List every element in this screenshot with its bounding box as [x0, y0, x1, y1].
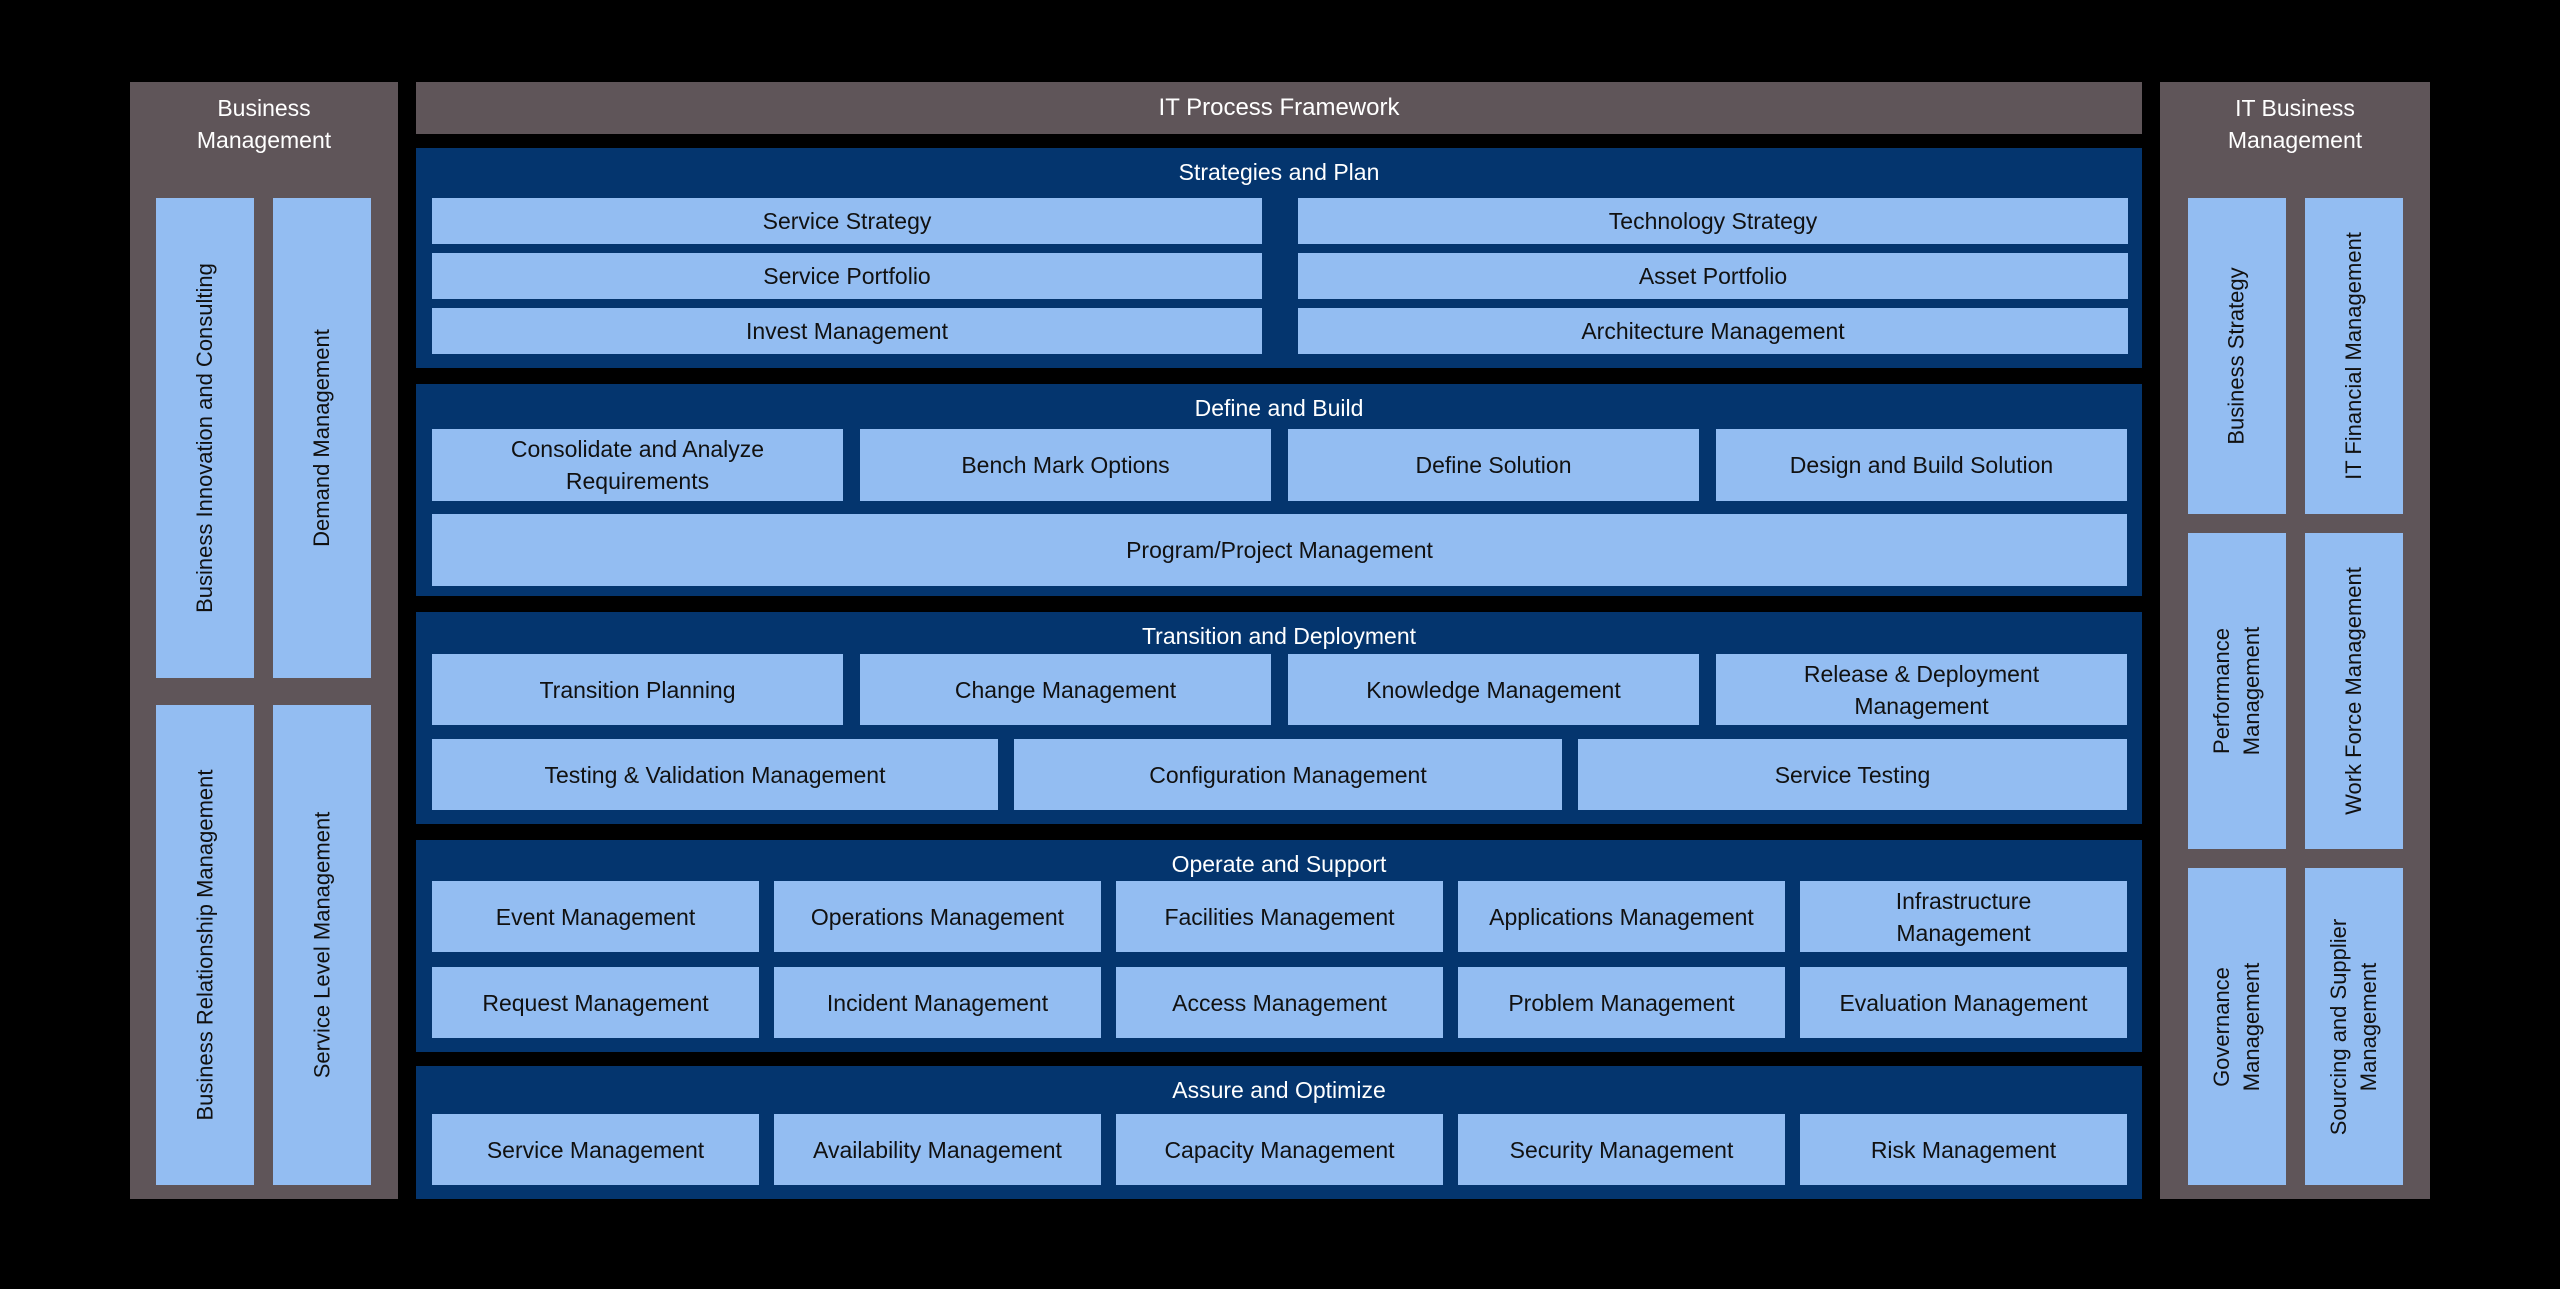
section-transition-and-deployment: Transition and Deployment Transition Pla… — [416, 612, 2142, 824]
problem-management: Problem Management — [1458, 967, 1785, 1038]
asset-portfolio: Asset Portfolio — [1298, 253, 2128, 299]
define-solution: Define Solution — [1288, 429, 1699, 501]
demand-management: Demand Management — [273, 198, 371, 678]
change-management: Change Management — [860, 654, 1271, 725]
transition-planning: Transition Planning — [432, 654, 843, 725]
section-title: Define and Build — [1194, 395, 1364, 421]
invest-management: Invest Management — [432, 308, 1262, 354]
bench-mark-options: Bench Mark Options — [860, 429, 1271, 501]
business-relationship-management: Business Relationship Management — [156, 705, 254, 1185]
knowledge-management: Knowledge Management — [1288, 654, 1699, 725]
service-testing: Service Testing — [1578, 739, 2127, 810]
event-management: Event Management — [432, 881, 759, 952]
access-management: Access Management — [1116, 967, 1443, 1038]
risk-management: Risk Management — [1800, 1114, 2127, 1185]
section-title: Assure and Optimize — [1172, 1077, 1386, 1103]
operations-management: Operations Management — [774, 881, 1101, 952]
release-deployment-management: Release & Deployment Management — [1716, 654, 2127, 725]
it-business-management-panel: IT Business Management Business Strategy… — [2160, 82, 2430, 1199]
section-title: Operate and Support — [1171, 851, 1387, 877]
service-level-management: Service Level Management — [273, 705, 371, 1185]
section-title: Strategies and Plan — [1178, 159, 1380, 185]
it-business-management-title: IT Business Management — [2227, 95, 2363, 153]
evaluation-management: Evaluation Management — [1800, 967, 2127, 1038]
business-strategy: Business Strategy — [2188, 198, 2286, 514]
work-force-management: Work Force Management — [2305, 533, 2403, 849]
business-management-title: Business Management — [196, 95, 332, 153]
section-operate-and-support: Operate and Support Event Management Ope… — [416, 840, 2142, 1052]
incident-management: Incident Management — [774, 967, 1101, 1038]
sourcing-supplier-management: Sourcing and Supplier Management — [2305, 868, 2403, 1185]
performance-management: Performance Management — [2188, 533, 2286, 849]
security-management: Security Management — [1458, 1114, 1785, 1185]
availability-management: Availability Management — [774, 1114, 1101, 1185]
service-portfolio: Service Portfolio — [432, 253, 1262, 299]
section-strategies-and-plan: Strategies and Plan Service Strategy Tec… — [416, 148, 2142, 368]
design-build-solution: Design and Build Solution — [1716, 429, 2127, 501]
consolidate-analyze-requirements: Consolidate and Analyze Requirements — [432, 429, 843, 501]
service-strategy: Service Strategy — [432, 198, 1262, 244]
program-project-management: Program/Project Management — [432, 514, 2127, 586]
applications-management: Applications Management — [1458, 881, 1785, 952]
business-innovation-consulting: Business Innovation and Consulting — [156, 198, 254, 678]
technology-strategy: Technology Strategy — [1298, 198, 2128, 244]
business-management-panel: Business Management Business Innovation … — [130, 82, 398, 1199]
it-process-framework-header: IT Process Framework — [416, 82, 2142, 134]
service-management: Service Management — [432, 1114, 759, 1185]
facilities-management: Facilities Management — [1116, 881, 1443, 952]
section-define-and-build: Define and Build Consolidate and Analyze… — [416, 384, 2142, 596]
section-assure-and-optimize: Assure and Optimize Service Management A… — [416, 1066, 2142, 1199]
request-management: Request Management — [432, 967, 759, 1038]
section-title: Transition and Deployment — [1141, 623, 1416, 649]
configuration-management: Configuration Management — [1014, 739, 1562, 810]
architecture-management: Architecture Management — [1298, 308, 2128, 354]
capacity-management: Capacity Management — [1116, 1114, 1443, 1185]
governance-management: Governance Management — [2188, 868, 2286, 1185]
testing-validation-management: Testing & Validation Management — [432, 739, 998, 810]
it-financial-management: IT Financial Management — [2305, 198, 2403, 514]
infrastructure-management: Infrastructure Management — [1800, 881, 2127, 952]
